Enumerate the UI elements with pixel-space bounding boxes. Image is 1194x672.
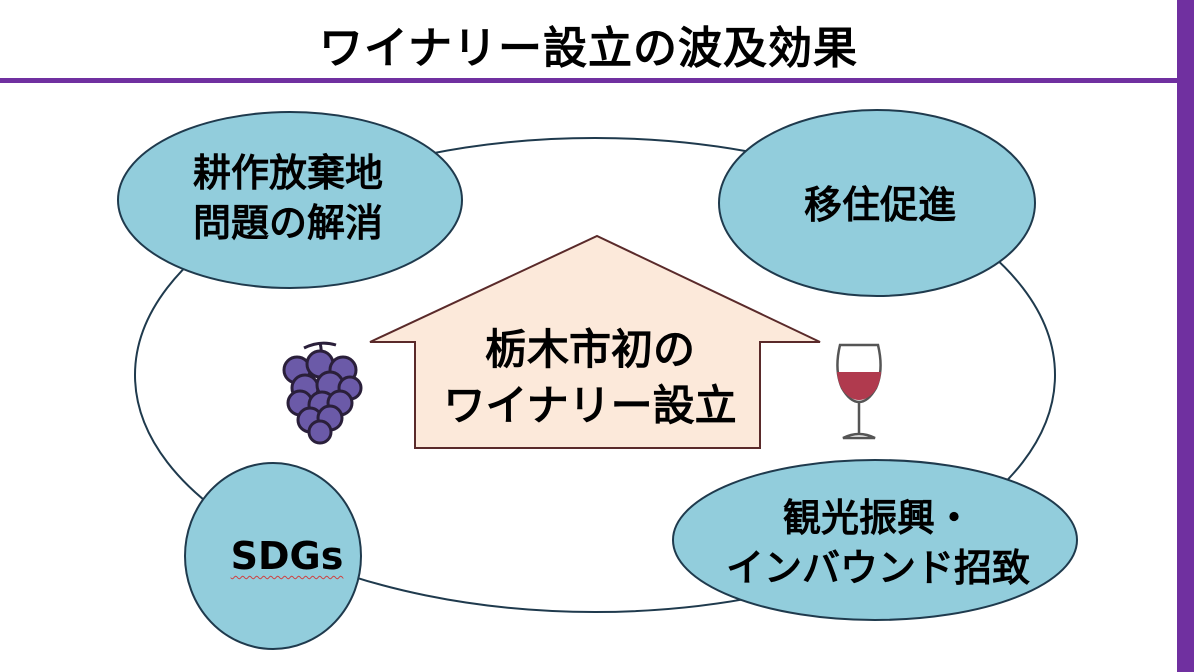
effect-tourism: 観光振興・ インバウンド招致: [726, 493, 1030, 593]
bubble-tourism: [672, 459, 1078, 621]
center-line-2: ワイナリー設立: [443, 381, 737, 430]
bubble-farmland: [117, 111, 463, 289]
wine-glass-icon: [836, 343, 882, 440]
effect-sdgs: SDGs: [231, 531, 344, 581]
effect-farmland: 耕作放棄地 問題の解消: [193, 148, 383, 248]
grapes-icon: [282, 341, 363, 445]
effect-text: 耕作放棄地: [192, 151, 384, 195]
effect-text: 観光振興・: [782, 496, 974, 540]
house-arrow: [369, 234, 821, 449]
slide-title: ワイナリー設立の波及効果: [318, 23, 859, 74]
effect-text: SDGs: [230, 534, 344, 578]
effect-text: 問題の解消: [192, 201, 384, 245]
cycle-ellipse: [134, 137, 1056, 613]
bubble-migration: [718, 109, 1036, 297]
side-accent-bar: [1177, 0, 1194, 672]
bubble-sdgs: [184, 462, 362, 650]
effect-text: 移住促進: [803, 183, 957, 227]
center-line-1: 栃木市初の: [484, 325, 696, 374]
effect-text: インバウンド招致: [725, 546, 1031, 590]
title-divider: [0, 78, 1177, 83]
effect-migration: 移住促進: [804, 180, 956, 230]
center-label: 栃木市初の ワイナリー設立: [443, 322, 736, 434]
